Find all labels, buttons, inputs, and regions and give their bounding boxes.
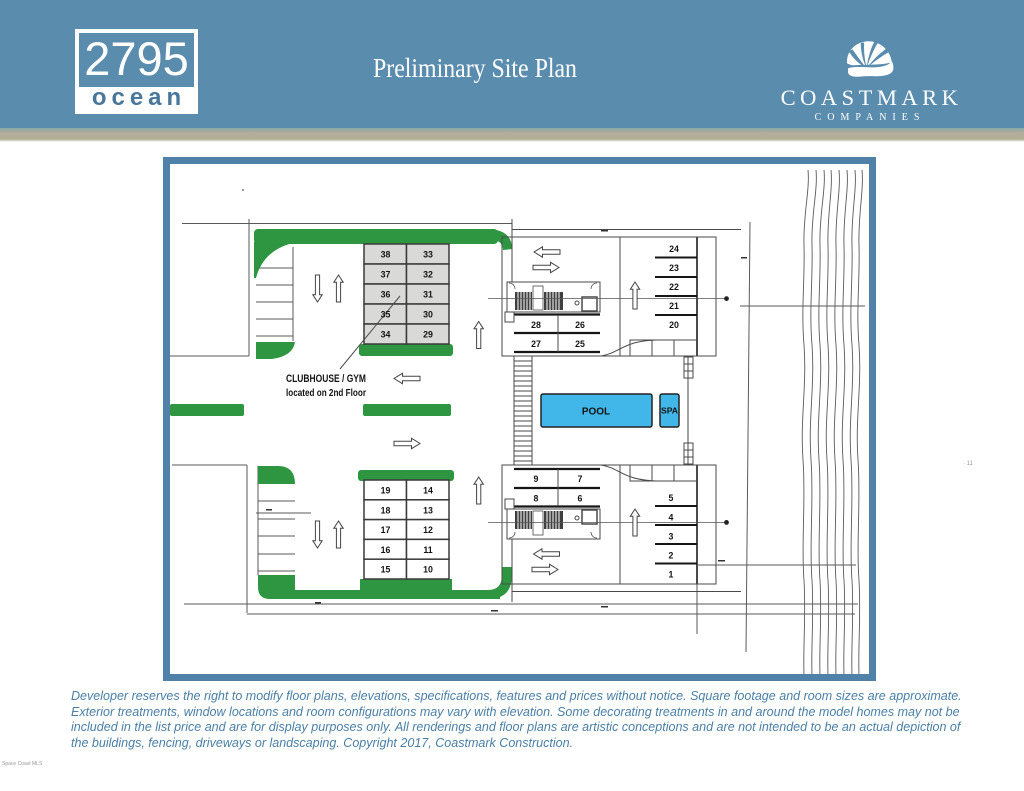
svg-text:16: 16	[381, 545, 391, 555]
svg-text:17: 17	[381, 525, 391, 535]
svg-text:32: 32	[423, 270, 433, 280]
svg-text:28: 28	[531, 320, 541, 330]
svg-text:26: 26	[575, 320, 585, 330]
svg-text:9: 9	[534, 474, 539, 484]
svg-text:21: 21	[669, 301, 679, 311]
svg-text:14: 14	[423, 486, 433, 496]
svg-text:18: 18	[381, 505, 391, 515]
svg-text:located on 2nd Floor: located on 2nd Floor	[286, 387, 366, 399]
svg-text:4: 4	[669, 513, 674, 523]
svg-text:2: 2	[669, 551, 674, 561]
svg-text:29: 29	[423, 330, 433, 340]
svg-text:SPA: SPA	[661, 407, 678, 416]
svg-text:6: 6	[578, 494, 583, 504]
svg-text:33: 33	[423, 250, 433, 260]
svg-text:5: 5	[669, 493, 674, 503]
svg-text:31: 31	[423, 290, 433, 300]
svg-text:3: 3	[669, 532, 674, 542]
svg-text:11: 11	[423, 545, 432, 555]
svg-text:8: 8	[534, 494, 539, 504]
svg-text:37: 37	[381, 270, 391, 280]
svg-text:10: 10	[423, 565, 433, 575]
svg-text:35: 35	[381, 310, 391, 320]
svg-text:27: 27	[531, 339, 541, 349]
svg-text:POOL: POOL	[582, 407, 610, 418]
svg-text:25: 25	[575, 339, 585, 349]
svg-text:12: 12	[423, 525, 433, 535]
svg-text:CLUBHOUSE / GYM: CLUBHOUSE / GYM	[286, 373, 366, 385]
svg-text:13: 13	[423, 505, 433, 515]
svg-text:30: 30	[423, 310, 433, 320]
svg-text:20: 20	[669, 320, 679, 330]
svg-text:19: 19	[381, 486, 391, 496]
svg-text:7: 7	[578, 474, 583, 484]
svg-text:15: 15	[381, 565, 391, 575]
svg-text:34: 34	[381, 330, 391, 340]
svg-text:23: 23	[669, 263, 679, 273]
svg-text:38: 38	[381, 250, 391, 260]
svg-text:24: 24	[669, 244, 679, 254]
svg-text:1: 1	[669, 570, 674, 580]
svg-text:22: 22	[669, 282, 679, 292]
svg-text:36: 36	[381, 290, 391, 300]
